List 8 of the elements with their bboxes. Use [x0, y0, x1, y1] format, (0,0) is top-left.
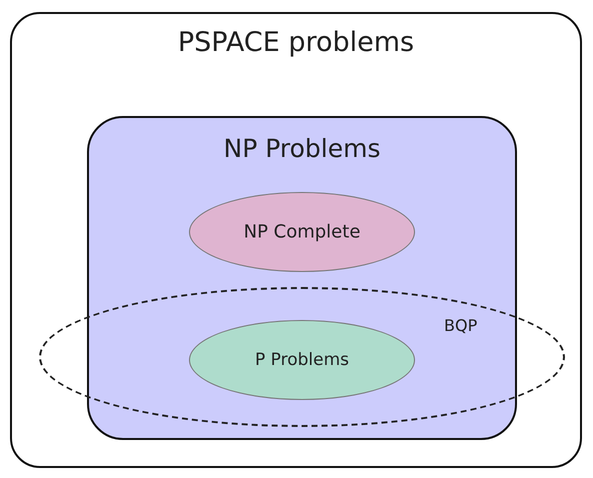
set-region — [87, 116, 517, 440]
ellipse-label: NP Complete — [244, 222, 360, 242]
set-ellipse — [39, 287, 565, 427]
ellipse-label: P Problems — [255, 350, 349, 370]
region-title: PSPACE problems — [178, 26, 414, 58]
region-title: NP Problems — [224, 134, 380, 162]
set-region — [10, 12, 582, 468]
ellipse-label: BQP — [444, 316, 478, 335]
